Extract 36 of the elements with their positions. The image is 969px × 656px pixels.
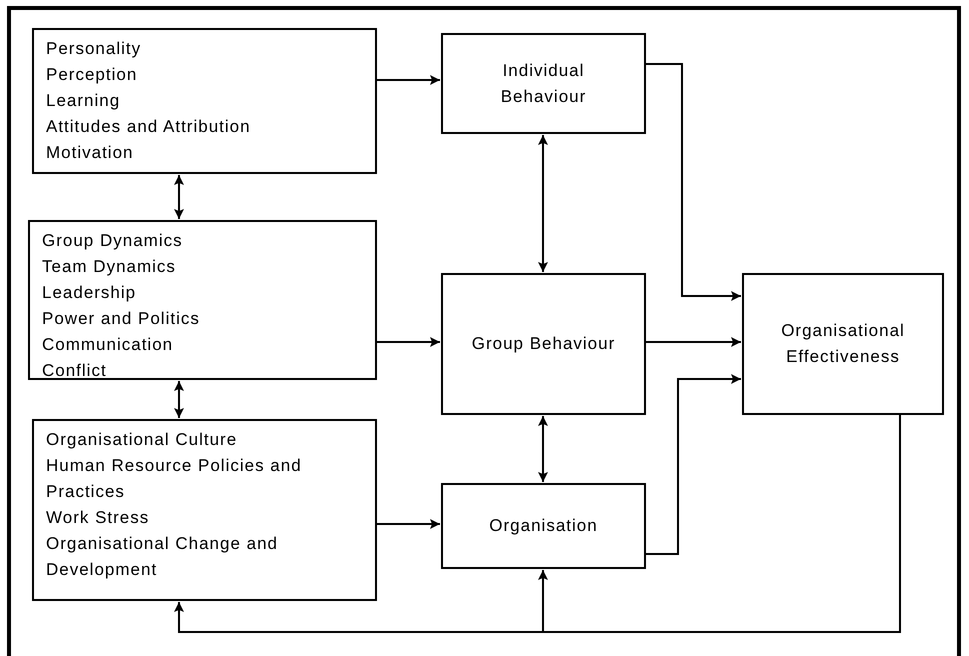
arrow	[538, 416, 548, 482]
list-item: Motivation	[46, 142, 134, 164]
arrow	[646, 374, 741, 555]
box-label: Organisation	[489, 515, 598, 537]
list-item: Leadership	[42, 282, 138, 304]
arrow	[174, 175, 184, 219]
arrow	[377, 519, 440, 529]
box-label: Organisational Effectiveness	[780, 320, 906, 368]
list-item: Learning	[46, 90, 122, 112]
list-item: Organisational Change and Development	[46, 533, 279, 581]
list-item: Organisational Culture	[46, 429, 238, 451]
arrow	[646, 337, 741, 347]
process-box	[441, 273, 646, 415]
list-item: Work Stress	[46, 507, 150, 529]
box-label: Individual Behaviour	[500, 60, 588, 108]
arrow	[646, 63, 741, 301]
list-item: Team Dynamics	[42, 256, 177, 278]
arrow	[377, 75, 440, 85]
list-item: Attitudes and Attribution	[46, 116, 252, 138]
process-box	[441, 483, 646, 569]
list-item: Power and Politics	[42, 308, 201, 330]
box-label: Group Behaviour	[472, 333, 616, 355]
factor-list-box	[28, 220, 377, 380]
list-item: Human Resource Policies and Practices	[46, 455, 303, 503]
arrow	[377, 337, 440, 347]
process-box	[441, 33, 646, 134]
list-item: Personality	[46, 38, 142, 60]
arrow	[538, 135, 548, 272]
factor-list-box	[32, 28, 377, 174]
arrow	[174, 381, 184, 418]
list-item: Perception	[46, 64, 138, 86]
factor-list-box	[32, 419, 377, 601]
list-item: Conflict	[42, 360, 108, 382]
list-item: Group Dynamics	[42, 230, 184, 252]
list-item: Communication	[42, 334, 174, 356]
process-box	[742, 273, 944, 415]
